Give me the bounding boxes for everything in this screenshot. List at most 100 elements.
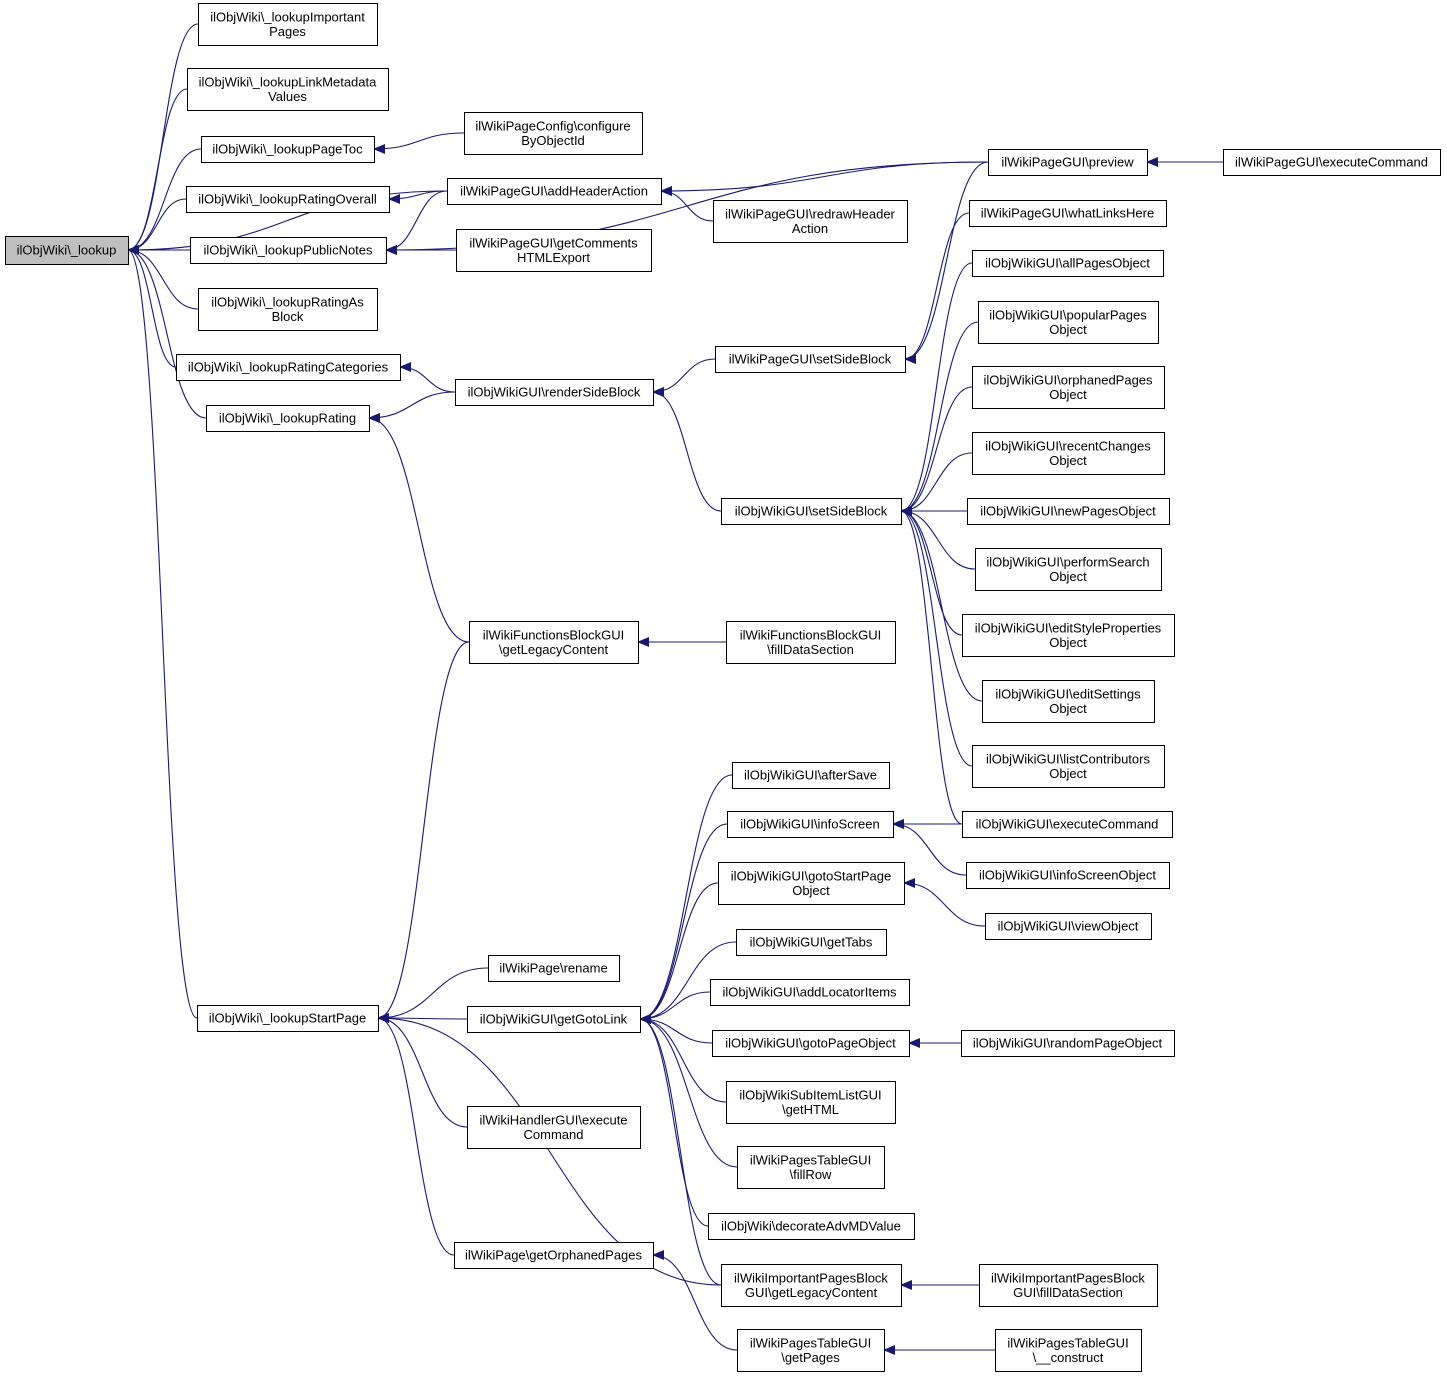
- node-box[interactable]: [467, 1006, 641, 1033]
- node-rating-categories[interactable]: ilObjWiki\_lookupRatingCategories: [176, 354, 401, 381]
- node-add-locator[interactable]: ilObjWikiGUI\addLocatorItems: [710, 979, 910, 1006]
- node-box[interactable]: [966, 862, 1170, 889]
- node-box[interactable]: [975, 548, 1162, 591]
- node-box[interactable]: [454, 1242, 654, 1269]
- node-what-links-here[interactable]: ilWikiPageGUI\whatLinksHere: [969, 200, 1167, 227]
- node-box[interactable]: [1223, 149, 1441, 176]
- node-box[interactable]: [467, 1106, 641, 1149]
- node-box[interactable]: [962, 614, 1175, 657]
- node-box[interactable]: [712, 1030, 910, 1057]
- node-goto-page-object[interactable]: ilObjWikiGUI\gotoPageObject: [712, 1030, 910, 1057]
- node-get-goto-link[interactable]: ilObjWikiGUI\getGotoLink: [467, 1006, 641, 1033]
- node-box[interactable]: [206, 405, 370, 432]
- node-orphaned-pages[interactable]: ilWikiPage\getOrphanedPages: [454, 1242, 654, 1269]
- node-box[interactable]: [736, 929, 887, 956]
- node-random-page[interactable]: ilObjWikiGUI\randomPageObject: [961, 1030, 1175, 1057]
- node-wiki-exec[interactable]: ilObjWikiGUI\executeCommand: [962, 811, 1173, 838]
- node-box[interactable]: [198, 3, 378, 46]
- node-handler-exec[interactable]: ilWikiHandlerGUI\executeCommand: [467, 1106, 641, 1149]
- node-imp-fill-data[interactable]: ilWikiImportantPagesBlockGUI\fillDataSec…: [979, 1264, 1158, 1307]
- node-box[interactable]: [469, 621, 639, 664]
- node-decorate-adv[interactable]: ilObjWiki\decorateAdvMDValue: [708, 1213, 915, 1240]
- node-func-block-legacy[interactable]: ilWikiFunctionsBlockGUI\getLegacyContent: [469, 621, 639, 664]
- node-info-screen-obj[interactable]: ilObjWikiGUI\infoScreenObject: [966, 862, 1170, 889]
- node-rating-overall[interactable]: ilObjWiki\_lookupRatingOverall: [186, 186, 390, 213]
- node-box[interactable]: [447, 178, 662, 205]
- node-box[interactable]: [186, 186, 390, 213]
- node-preview[interactable]: ilWikiPageGUI\preview: [988, 149, 1148, 176]
- node-box[interactable]: [198, 288, 378, 331]
- node-box[interactable]: [201, 136, 375, 163]
- node-add-header-action[interactable]: ilWikiPageGUI\addHeaderAction: [447, 178, 662, 205]
- node-box[interactable]: [962, 811, 1173, 838]
- node-func-fill-data[interactable]: ilWikiFunctionsBlockGUI\fillDataSection: [726, 621, 896, 664]
- node-view-object[interactable]: ilObjWikiGUI\viewObject: [985, 913, 1152, 940]
- node-box[interactable]: [727, 811, 894, 838]
- node-box[interactable]: [967, 498, 1170, 525]
- node-box[interactable]: [732, 762, 890, 789]
- node-box[interactable]: [5, 236, 129, 265]
- node-imp-legacy[interactable]: ilWikiImportantPagesBlockGUI\getLegacyCo…: [721, 1264, 902, 1307]
- node-box[interactable]: [456, 229, 652, 272]
- node-box[interactable]: [710, 979, 910, 1006]
- node-sub-item-list[interactable]: ilObjWikiSubItemListGUI\getHTML: [726, 1081, 896, 1124]
- node-box[interactable]: [995, 1329, 1142, 1372]
- node-box[interactable]: [978, 301, 1159, 344]
- node-box[interactable]: [721, 1264, 902, 1307]
- node-box[interactable]: [982, 680, 1155, 723]
- node-box[interactable]: [961, 1030, 1175, 1057]
- node-box[interactable]: [718, 862, 905, 905]
- node-box[interactable]: [197, 1005, 379, 1032]
- node-table-get-pages[interactable]: ilWikiPagesTableGUI\getPages: [737, 1329, 885, 1372]
- node-wiki-set-side-block[interactable]: ilObjWikiGUI\setSideBlock: [721, 498, 902, 525]
- node-table-construct[interactable]: ilWikiPagesTableGUI\__construct: [995, 1329, 1142, 1372]
- node-new-pages[interactable]: ilObjWikiGUI\newPagesObject: [967, 498, 1170, 525]
- node-box[interactable]: [708, 1213, 915, 1240]
- node-box[interactable]: [464, 112, 643, 155]
- node-page-exec[interactable]: ilWikiPageGUI\executeCommand: [1223, 149, 1441, 176]
- node-box[interactable]: [176, 354, 401, 381]
- node-lookup[interactable]: ilObjWiki\_lookup: [5, 236, 129, 265]
- node-box[interactable]: [713, 200, 908, 243]
- node-render-side-block[interactable]: ilObjWikiGUI\renderSideBlock: [455, 379, 654, 406]
- node-box[interactable]: [972, 250, 1164, 277]
- node-box[interactable]: [726, 621, 896, 664]
- node-box[interactable]: [726, 1081, 896, 1124]
- node-start-page[interactable]: ilObjWiki\_lookupStartPage: [197, 1005, 379, 1032]
- node-public-notes[interactable]: ilObjWiki\_lookupPublicNotes: [190, 237, 387, 264]
- node-after-save[interactable]: ilObjWikiGUI\afterSave: [732, 762, 890, 789]
- node-box[interactable]: [972, 366, 1165, 409]
- node-table-fill-row[interactable]: ilWikiPagesTableGUI\fillRow: [737, 1146, 885, 1189]
- node-get-tabs[interactable]: ilObjWikiGUI\getTabs: [736, 929, 887, 956]
- node-box[interactable]: [969, 200, 1167, 227]
- node-box[interactable]: [187, 68, 389, 111]
- node-box[interactable]: [715, 346, 906, 373]
- node-box[interactable]: [455, 379, 654, 406]
- node-rating[interactable]: ilObjWiki\_lookupRating: [206, 405, 370, 432]
- node-box[interactable]: [988, 149, 1148, 176]
- node-box[interactable]: [488, 955, 620, 982]
- node-box[interactable]: [721, 498, 902, 525]
- node-box[interactable]: [979, 1264, 1158, 1307]
- node-box[interactable]: [737, 1146, 885, 1189]
- node-page-toc[interactable]: ilObjWiki\_lookupPageToc: [201, 136, 375, 163]
- node-box[interactable]: [972, 745, 1165, 788]
- node-info-screen[interactable]: ilObjWikiGUI\infoScreen: [727, 811, 894, 838]
- node-page-rename[interactable]: ilWikiPage\rename: [488, 955, 620, 982]
- node-box[interactable]: [985, 913, 1152, 940]
- node-box[interactable]: [737, 1329, 885, 1372]
- node-box[interactable]: [190, 237, 387, 264]
